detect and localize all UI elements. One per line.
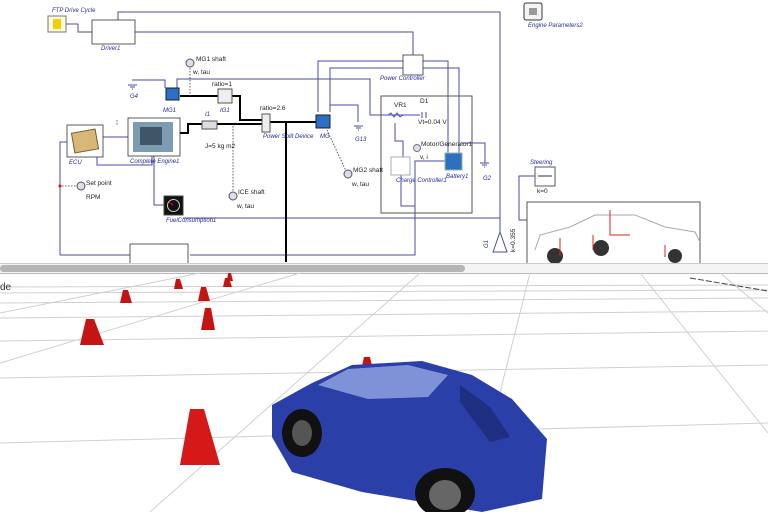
- scrollbar-thumb[interactable]: [0, 265, 465, 272]
- cone: [201, 308, 215, 330]
- 3d-animation-view[interactable]: de: [0, 272, 768, 517]
- g4-label: G4: [130, 94, 139, 100]
- scene-label: de: [0, 282, 12, 293]
- driver-label: Driver1: [101, 46, 120, 52]
- wheel-icon: [668, 249, 682, 263]
- car-3d: [272, 361, 547, 517]
- ground-icon: [128, 84, 137, 90]
- signal-wires: [59, 11, 555, 256]
- suspension-markers: [559, 210, 666, 257]
- set-point-label: Set point: [86, 180, 112, 187]
- vehicle-outline-icon: [534, 214, 701, 251]
- mg2-shaft-sensor[interactable]: [343, 169, 353, 179]
- mg1-shaft-vars: w, tau: [192, 69, 210, 76]
- ig1-block[interactable]: [217, 88, 233, 104]
- driver-block[interactable]: [91, 19, 136, 45]
- cone: [198, 287, 210, 301]
- ig1-label: IG1: [220, 108, 230, 114]
- ground-icon: [480, 162, 489, 168]
- mg2-block[interactable]: [315, 114, 331, 129]
- ecu-icon: [70, 128, 100, 154]
- modelica-diagram[interactable]: FTP Drive Cycle Driver1 Engine Parameter…: [0, 0, 768, 263]
- diode-label: D1: [420, 98, 429, 105]
- mg1-shaft-sensor[interactable]: [185, 58, 195, 68]
- mg1-block[interactable]: [165, 87, 180, 101]
- mg1-shaft-label: MG1 shaft: [196, 56, 226, 63]
- inertia-value: J=5 kg m2: [205, 143, 236, 150]
- complete-engine-label: Complete Engine1: [130, 159, 179, 165]
- vi-label: v, i: [420, 154, 428, 161]
- parameters-icon: [529, 8, 537, 15]
- battery-label: Battery1: [446, 174, 468, 180]
- wheel-icon: [547, 248, 563, 263]
- mg2-shaft-vars: w, tau: [351, 181, 369, 188]
- connection-point: [58, 184, 62, 188]
- ecu-label: ECU: [69, 160, 82, 166]
- variable-resistor-icon: [387, 112, 404, 118]
- cone: [180, 409, 220, 465]
- inertia-block[interactable]: [201, 120, 218, 130]
- gain-k: k=0.355: [510, 228, 517, 252]
- battery-block[interactable]: [444, 152, 463, 171]
- charge-controller-block[interactable]: [390, 156, 411, 176]
- mg2-label: MG: [320, 134, 330, 140]
- wheel-icon: [593, 240, 609, 256]
- ground-icon: [354, 125, 363, 131]
- horizontal-scrollbar[interactable]: [0, 263, 768, 274]
- gauge-needle: [168, 201, 174, 206]
- charge-controller-label: Charge Controller1: [396, 178, 447, 184]
- psd-label: Power Split Device: [263, 134, 314, 140]
- vt-label: Vt=0.04 V: [418, 119, 447, 126]
- power-split-device-block[interactable]: [261, 113, 271, 133]
- ice-shaft-vars: w, tau: [236, 203, 254, 210]
- cone: [223, 278, 232, 287]
- gain-block[interactable]: [492, 230, 508, 253]
- ice-shaft-sensor[interactable]: [228, 191, 238, 201]
- sensor-wires: [62, 68, 347, 192]
- cone: [120, 290, 132, 303]
- mg1-label: MG1: [163, 108, 176, 114]
- motor-generator-label: Motor/Generator1: [421, 141, 473, 148]
- fuel-consumption-label: FuelConsumption1: [166, 218, 216, 224]
- rpm-label: RPM: [86, 194, 100, 201]
- steering-label: Steering: [530, 160, 553, 166]
- inertia-label: I1: [205, 112, 210, 118]
- g13-label: G13: [355, 137, 367, 143]
- cone: [80, 319, 104, 345]
- engine-icon-detail: [140, 127, 162, 145]
- cone: [174, 279, 183, 289]
- gain-label: G1: [484, 240, 490, 248]
- engine-parameters-label: Engine Parameters2: [528, 23, 583, 29]
- electrical-subsystem-frame: [380, 95, 473, 214]
- bottom-block[interactable]: [129, 243, 189, 263]
- mg2-shaft-label: MG2 shaft: [353, 167, 383, 174]
- vr-label: VR1: [394, 102, 407, 109]
- power-controller-block[interactable]: [402, 54, 424, 76]
- gauge-icon: [167, 199, 180, 212]
- ftp-drive-cycle-label: FTP Drive Cycle: [52, 8, 96, 14]
- diode-icon: [421, 112, 427, 118]
- g2-label: G2: [483, 176, 492, 182]
- motor-generator-sensor[interactable]: [413, 144, 421, 152]
- set-point-sensor[interactable]: [76, 181, 86, 191]
- steering-k: k=0: [537, 188, 548, 195]
- ice-shaft-label: ICE shaft: [238, 189, 265, 196]
- axis-line: [689, 277, 768, 292]
- power-controller-label: Power Controller: [380, 76, 426, 82]
- table-icon: [53, 19, 61, 29]
- ig1-ratio: ratio=1: [212, 81, 232, 88]
- psd-ratio: ratio=2.6: [260, 105, 286, 112]
- mechanical-shafts: [180, 95, 318, 262]
